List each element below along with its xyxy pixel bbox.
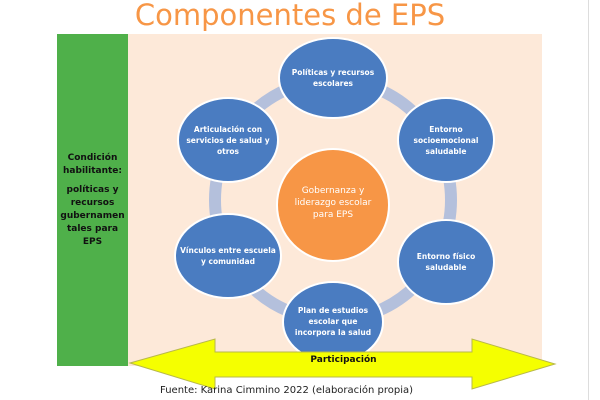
center-shape <box>276 148 390 262</box>
node-entorno-socioemocional: Entorno socioemocional saludable <box>413 124 479 156</box>
enabling-condition-body: políticas y recursos gubernamen tales pa… <box>60 184 125 247</box>
node-shape-2 <box>397 97 495 183</box>
node-shape-6 <box>177 97 279 183</box>
enabling-condition-panel: Condición habilitante: políticas y recur… <box>57 34 128 366</box>
center-gobernanza: Gobernanza y liderazgo escolar para EPS <box>294 186 372 220</box>
node-shape-1 <box>278 37 388 119</box>
node-vinculos: Vínculos entre escuela y comunidad <box>180 246 276 266</box>
node-entorno-fisico: Entorno físico saludable <box>416 252 476 272</box>
node-politicas-recursos: Políticas y recursos escolares <box>291 68 375 88</box>
node-shape-3 <box>397 219 495 305</box>
enabling-condition-heading: Condición habilitante: <box>63 152 122 176</box>
participation-arrow <box>128 338 557 390</box>
diagram-title: Componentes de EPS <box>134 0 446 32</box>
node-articulacion: Articulación con servicios de salud y ot… <box>186 124 270 156</box>
node-shape-5 <box>174 213 282 299</box>
participation-label: Participación <box>310 355 377 365</box>
divider <box>588 0 589 400</box>
source-caption: Fuente: Karina Cimmino 2022 (elaboración… <box>160 385 414 396</box>
node-plan-estudios: Plan de estudios escolar que incorpora l… <box>294 305 372 337</box>
